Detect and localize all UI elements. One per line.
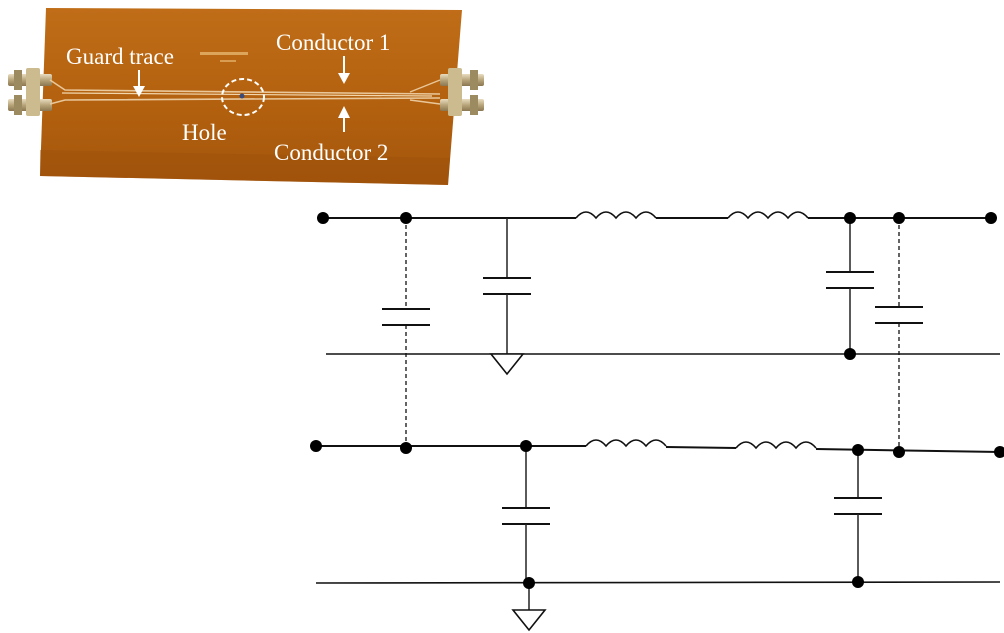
lower-signal-line bbox=[316, 439, 1001, 453]
upper-shunt-capacitor-left bbox=[483, 218, 531, 354]
lower-ground-symbol bbox=[511, 609, 547, 632]
node bbox=[985, 212, 997, 224]
node bbox=[317, 212, 329, 224]
node bbox=[852, 444, 864, 456]
hole-highlight-circle bbox=[221, 78, 265, 116]
node bbox=[844, 348, 856, 360]
node bbox=[844, 212, 856, 224]
node bbox=[994, 446, 1004, 458]
lower-shunt-capacitor-right bbox=[834, 450, 882, 582]
pcb-board-shade bbox=[40, 150, 450, 185]
right-sma-connectors bbox=[440, 68, 484, 116]
hole-label: Hole bbox=[182, 120, 227, 145]
guard-trace-arrow bbox=[133, 70, 145, 97]
node bbox=[852, 576, 864, 588]
conductor-2-label: Conductor 2 bbox=[274, 140, 388, 165]
pcb-traces bbox=[49, 79, 441, 105]
equivalent-circuit bbox=[310, 211, 1004, 632]
conductor-1-arrow bbox=[338, 56, 350, 84]
lower-ground-line bbox=[315, 581, 1001, 584]
mutual-capacitor-right bbox=[875, 218, 923, 452]
upper-shunt-capacitor-right bbox=[826, 218, 874, 354]
node bbox=[310, 440, 322, 452]
circuit-nodes bbox=[310, 212, 1004, 589]
conductor-1-label: Conductor 1 bbox=[276, 30, 390, 55]
node bbox=[893, 446, 905, 458]
hole-dot bbox=[239, 93, 245, 99]
conductor-2-arrow bbox=[338, 106, 350, 132]
mutual-capacitor-left bbox=[382, 218, 430, 448]
lower-shunt-capacitor-left bbox=[502, 446, 550, 610]
left-sma-connectors bbox=[8, 68, 52, 116]
pcb-board bbox=[40, 8, 462, 185]
node bbox=[893, 212, 905, 224]
node bbox=[523, 577, 535, 589]
node bbox=[400, 442, 412, 454]
board-silkscreen bbox=[200, 52, 248, 55]
node bbox=[400, 212, 412, 224]
guard-trace-label: Guard trace bbox=[66, 44, 174, 69]
upper-signal-line bbox=[323, 211, 991, 220]
test-board-photo: Guard trace Conductor 1 Hole Conductor 2 bbox=[8, 8, 484, 185]
node bbox=[520, 440, 532, 452]
upper-ground-symbol bbox=[489, 353, 525, 376]
